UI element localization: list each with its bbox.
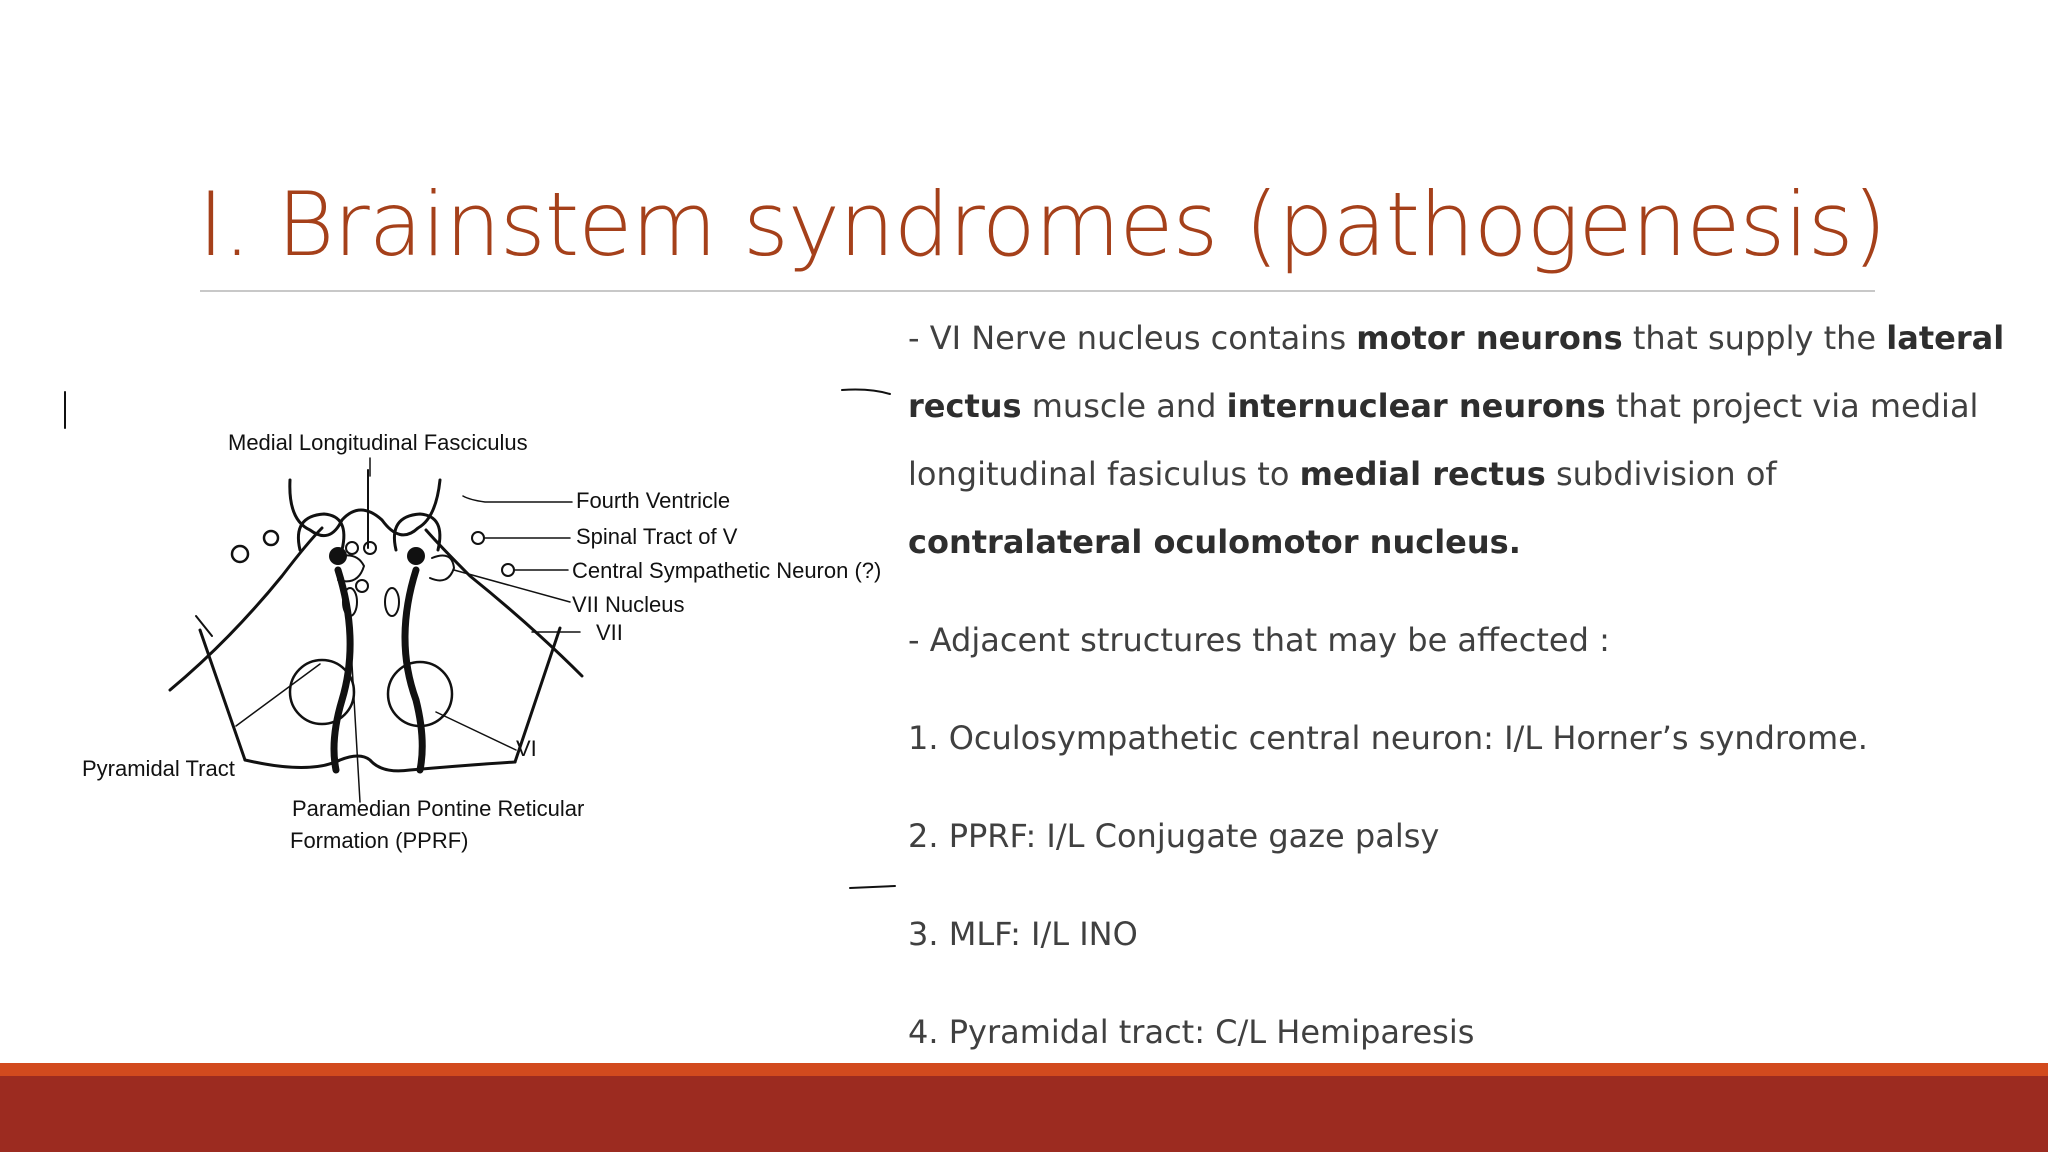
leader-vii-nucleus xyxy=(453,569,571,603)
central-sympathetic-pointer xyxy=(501,563,515,577)
pons-cross-section-illustration: Medial Longitudinal Fasciculus Fourth Ve… xyxy=(64,388,896,889)
para-text: that project via medial longitudinal fas… xyxy=(908,387,1979,493)
label-vi: VI xyxy=(516,736,537,761)
vi-nucleus-left xyxy=(329,547,347,565)
mlf-marker-right xyxy=(363,541,377,555)
leader-pyramidal-tract xyxy=(235,663,321,727)
diagram-labels: Medial Longitudinal Fasciculus Fourth Ve… xyxy=(82,430,881,853)
label-vii-nucleus: VII Nucleus xyxy=(572,592,685,617)
title-divider xyxy=(200,290,1875,292)
leader-vi xyxy=(435,711,517,751)
leader-fourth-ventricle xyxy=(462,495,573,503)
vi-nerve-fiber-left xyxy=(330,566,354,774)
label-pprf-line2: Formation (PPRF) xyxy=(290,828,468,853)
nucleus-description: - VI Nerve nucleus contains motor neuron… xyxy=(908,304,2008,576)
pprf-marker-right xyxy=(384,587,400,617)
label-spinal-tract: Spinal Tract of V xyxy=(576,524,738,549)
label-mlf: Medial Longitudinal Fasciculus xyxy=(228,430,528,455)
vi-nerve-fiber-right xyxy=(401,566,426,774)
para-bold: motor neurons xyxy=(1356,319,1623,357)
pons-notch xyxy=(195,615,213,637)
scan-mark xyxy=(849,885,896,889)
fourth-ventricle-outline xyxy=(288,478,442,538)
mlf-marker-left xyxy=(345,541,359,555)
para-bold: lateral rectus xyxy=(908,319,2005,425)
pons-contour-right xyxy=(424,528,584,678)
vi-nucleus-right xyxy=(407,547,425,565)
spinal-tract-marker xyxy=(230,544,250,564)
slide-body: - VI Nerve nucleus contains motor neuron… xyxy=(908,304,2008,1066)
pons-contour-left xyxy=(168,526,324,692)
brainstem-diagram: Medial Longitudinal Fasciculus Fourth Ve… xyxy=(60,380,900,900)
para-bold: medial rectus xyxy=(1299,455,1546,493)
spinal-tract-pointer xyxy=(471,531,485,545)
genu-loop-left xyxy=(297,512,346,552)
midline-marker xyxy=(355,579,369,593)
scan-mark xyxy=(841,388,891,395)
leader-pprf xyxy=(349,629,361,803)
para-text: that supply the xyxy=(1622,319,1887,357)
central-sympathetic-marker xyxy=(262,529,280,547)
adjacent-structures-intro: - Adjacent structures that may be affect… xyxy=(908,621,1610,659)
label-fourth-ventricle: Fourth Ventricle xyxy=(576,488,730,513)
list-item: 2. PPRF: I/L Conjugate gaze palsy xyxy=(908,817,1440,855)
list-item: 3. MLF: I/L INO xyxy=(908,915,1138,953)
list-item: 4. Pyramidal tract: C/L Hemiparesis xyxy=(908,1013,1475,1051)
genu-loop-right xyxy=(393,512,442,552)
label-central-sympathetic: Central Sympathetic Neuron (?) xyxy=(572,558,881,583)
para-text: subdivision of xyxy=(1545,455,1777,493)
para-bold: internuclear neurons xyxy=(1226,387,1606,425)
footer-band xyxy=(0,1076,2048,1152)
footer-accent-stripe xyxy=(0,1063,2048,1076)
para-text: muscle and xyxy=(1021,387,1227,425)
label-pyramidal-tract: Pyramidal Tract xyxy=(82,756,235,781)
pons-base xyxy=(243,754,517,773)
label-pprf-line1: Paramedian Pontine Reticular xyxy=(292,796,584,821)
vii-nucleus-right xyxy=(429,554,455,582)
list-item: 1. Oculosympathetic central neuron: I/L … xyxy=(908,719,1868,757)
para-bold: contralateral oculomotor nucleus. xyxy=(908,523,1521,561)
pons-lateral-left xyxy=(198,628,247,762)
pons-lateral-right xyxy=(513,626,562,764)
para-text: - VI Nerve nucleus contains xyxy=(908,319,1357,357)
label-vii: VII xyxy=(596,620,623,645)
slide-title: I. Brainstem syndromes (pathogenesis) xyxy=(198,173,1887,276)
